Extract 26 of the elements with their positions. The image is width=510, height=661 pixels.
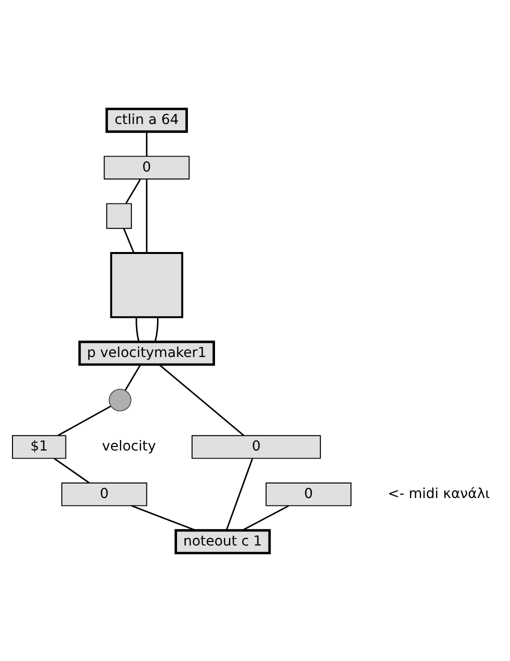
connector	[146, 131, 148, 156]
connector	[242, 504, 289, 530]
node-circle	[108, 388, 132, 411]
node-box: 0	[61, 482, 148, 506]
connector	[158, 364, 244, 436]
connector	[136, 316, 140, 342]
node-box: 0	[192, 434, 321, 458]
node-box: p velocitymaker1	[78, 340, 216, 366]
connector	[58, 405, 112, 436]
node-box: 0	[266, 482, 352, 506]
connector	[54, 457, 90, 483]
connector	[124, 364, 142, 390]
node-box: $1	[12, 434, 66, 458]
label: <- midi κανάλι	[388, 485, 490, 502]
node-box	[106, 202, 132, 228]
connector	[226, 458, 254, 530]
connector	[146, 178, 148, 252]
connector	[123, 228, 135, 253]
label: velocity	[102, 438, 156, 454]
connector	[125, 178, 141, 204]
connector	[131, 504, 196, 531]
node-box: noteout c 1	[174, 528, 271, 554]
connector	[154, 316, 159, 342]
node-box	[110, 252, 184, 318]
node-box: 0	[104, 155, 190, 179]
node-box: ctlin a 64	[105, 107, 188, 132]
